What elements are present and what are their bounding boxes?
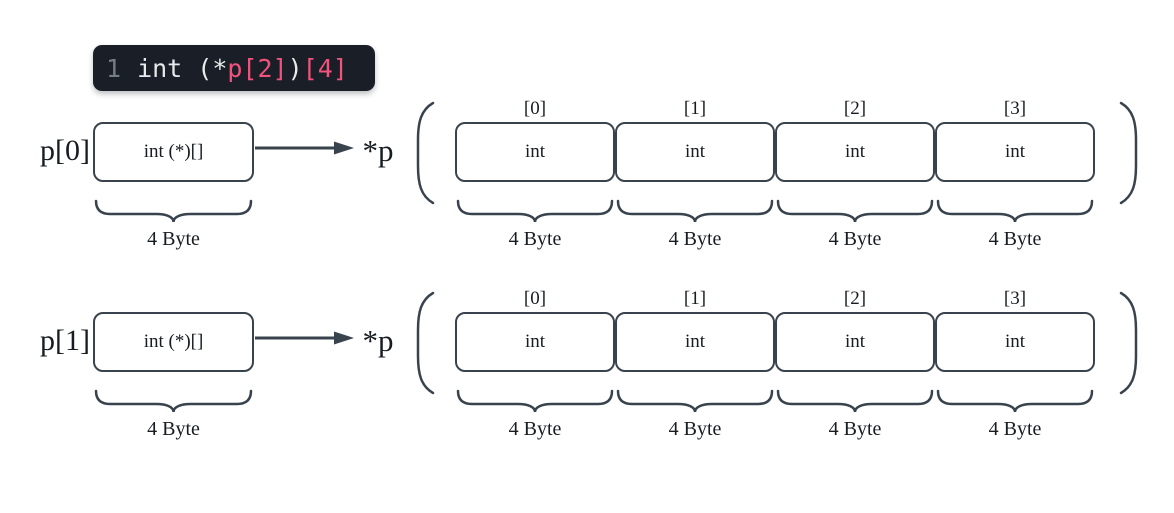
underbrace-icon [455, 388, 615, 414]
code-snippet: 1 int (*p[2])[4] [93, 45, 375, 91]
pointer-label: p[0] [40, 134, 90, 167]
pointer-box: int (*)[] [93, 312, 254, 372]
pointer-box: int (*)[] [93, 122, 254, 182]
underbrace-icon [775, 388, 935, 414]
cell-index-label: [1] [683, 288, 707, 309]
cell-index-label: [3] [1003, 288, 1027, 309]
byte-size-label: 4 Byte [508, 228, 562, 250]
open-paren-icon [411, 100, 437, 206]
array-cell: int [615, 312, 775, 372]
deref-label: *p [362, 323, 394, 358]
code-token: ) [287, 53, 303, 83]
array-cell: int [775, 312, 935, 372]
array-cell: int [935, 312, 1095, 372]
arrow-right-icon [254, 140, 355, 156]
array-cell: int [615, 122, 775, 182]
pointer-row-1: p[1] int (*)[] *p [0] [1] [2] [3] int in… [0, 285, 1174, 450]
cell-index-label: [2] [843, 98, 867, 119]
cell-index-label: [0] [523, 288, 547, 309]
byte-size-label: 4 Byte [508, 418, 562, 440]
byte-size-label: 4 Byte [147, 418, 200, 440]
cell-index-label: [0] [523, 98, 547, 119]
open-paren-icon [411, 290, 437, 396]
underbrace-icon [615, 198, 775, 224]
underbrace-icon [935, 198, 1095, 224]
close-paren-icon [1117, 100, 1143, 206]
code-token: p[2] [227, 53, 288, 83]
byte-size-label: 4 Byte [828, 418, 882, 440]
code-token: int (* [137, 53, 228, 83]
byte-size-label: 4 Byte [668, 228, 722, 250]
cell-index-label: [1] [683, 98, 707, 119]
byte-size-label: 4 Byte [988, 418, 1042, 440]
underbrace-icon [93, 388, 254, 414]
array-cell: int [935, 122, 1095, 182]
cell-index-label: [2] [843, 288, 867, 309]
cell-index-label: [3] [1003, 98, 1027, 119]
array-cell: int [775, 122, 935, 182]
underbrace-icon [935, 388, 1095, 414]
byte-size-label: 4 Byte [988, 228, 1042, 250]
code-line-number: 1 [106, 53, 122, 83]
array-cell: int [455, 312, 615, 372]
byte-size-label: 4 Byte [147, 228, 200, 250]
arrow-right-icon [254, 330, 355, 346]
pointer-row-0: p[0] int (*)[] *p [0] [1] [2] [3] int in… [0, 95, 1174, 260]
array-cell: int [455, 122, 615, 182]
byte-size-label: 4 Byte [828, 228, 882, 250]
underbrace-icon [615, 388, 775, 414]
code-token: [4] [302, 53, 348, 83]
underbrace-icon [455, 198, 615, 224]
underbrace-icon [93, 198, 254, 224]
pointer-label: p[1] [40, 324, 90, 357]
deref-label: *p [362, 133, 394, 168]
close-paren-icon [1117, 290, 1143, 396]
byte-size-label: 4 Byte [668, 418, 722, 440]
underbrace-icon [775, 198, 935, 224]
